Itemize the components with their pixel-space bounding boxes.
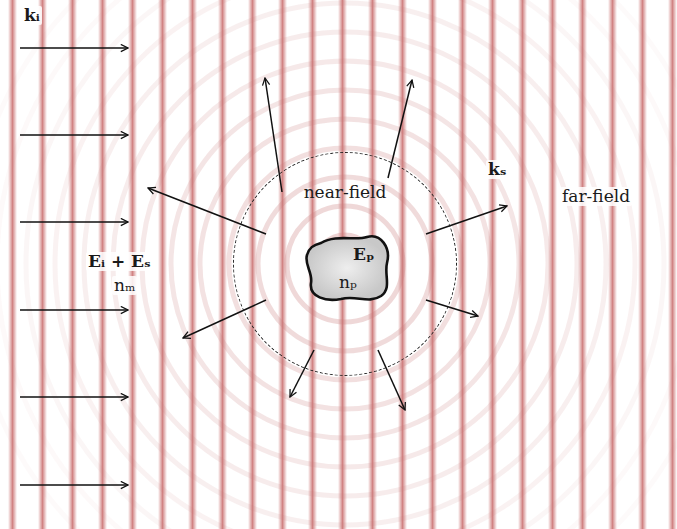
scattered-front [171, 90, 519, 438]
wave-arrow [426, 300, 478, 316]
wave-front [38, 0, 47, 529]
wave-arrow [20, 134, 128, 136]
scattered-front [26, 0, 664, 529]
wave-front [68, 0, 77, 529]
wave-arrow [148, 188, 266, 234]
wave-arrow [265, 78, 282, 192]
wave-arrow [20, 47, 128, 49]
wave-arrow [378, 350, 405, 410]
wave-arrow [183, 300, 266, 338]
wave-front [608, 0, 617, 529]
index-symbol: nₚ [339, 273, 357, 292]
wave-arrow [388, 80, 412, 178]
scattered-front [229, 148, 461, 380]
region-label: far-field [560, 187, 632, 206]
scattered-front [142, 61, 548, 467]
wave-arrow [426, 206, 507, 234]
wave-front [188, 0, 197, 529]
scattered-front [258, 177, 432, 351]
scattered-front [84, 3, 606, 525]
near-field-region: near-fieldEₚ nₚ [233, 152, 457, 376]
field-symbol: Eᵢ + Eₛ [86, 252, 153, 271]
wave-vector-arrows [20, 48, 507, 485]
plane-wave-fronts [8, 0, 677, 529]
wave-arrow [20, 309, 128, 311]
index-symbol: nₘ [112, 276, 137, 295]
scattered-front [200, 119, 490, 409]
scattered-front [55, 0, 635, 529]
wave-arrow [20, 484, 128, 486]
particle: Eₚ nₚ [301, 233, 393, 303]
wave-arrow [290, 350, 314, 397]
scattered-wave-vector: kₛ [486, 160, 509, 179]
wave-arrow [20, 221, 128, 223]
field-symbol: Eₚ [353, 245, 374, 264]
scattered-front [113, 32, 577, 496]
incident-wave-vector: kᵢ [22, 6, 42, 25]
region-label: near-field [304, 183, 387, 202]
scattered-front [287, 206, 403, 322]
wave-arrow [20, 396, 128, 398]
wave-front [218, 0, 227, 529]
particle-outline [301, 233, 393, 303]
